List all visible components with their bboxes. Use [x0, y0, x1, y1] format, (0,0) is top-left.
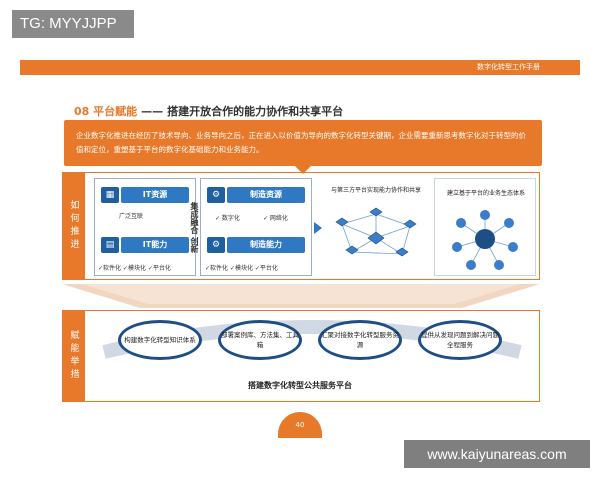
platform-label: 搭建数字化转型公共服务平台	[248, 381, 352, 390]
section-number: 08 平台赋能	[74, 105, 138, 118]
watermark-bottom: www.kaiyunareas.com	[404, 440, 590, 468]
ecosystem-hub-illustration	[452, 210, 518, 270]
ecosystem-title: 建立基于平台的业务生态体系	[446, 190, 525, 197]
it-capability-pill: IT能力	[121, 237, 189, 253]
oval-service-resources: 汇聚对接数字化转型服务资源	[318, 320, 402, 360]
page-number: 40	[278, 412, 322, 438]
intro-box: 企业数字化推进在经历了技术导向、业务导向之后，正在进入以价值为导向的数字化转型关…	[64, 120, 542, 174]
enable-side-label: 赋能举措	[62, 310, 84, 402]
oval-full-service: 提供从发现问题到解决问题全程服务	[418, 320, 502, 360]
section-title: 08 平台赋能——搭建开放合作的能力协作和共享平台	[74, 103, 343, 119]
watermark-top: TG: MYYJJPP	[12, 10, 134, 38]
manufacturing-capability-pill: 制造能力	[227, 237, 305, 253]
section-heading: 搭建开放合作的能力协作和共享平台	[167, 105, 344, 118]
manufacturing-sub-network: ✓ 网络化	[263, 215, 288, 222]
manufacturing-capability-icon: ⚙	[207, 237, 225, 253]
manufacturing-sub-digital: ✓ 数字化	[215, 215, 240, 222]
integration-vertical: 集成融合 创新	[190, 201, 199, 253]
it-resource-sub: 广泛互联	[119, 213, 144, 220]
header-title: 数字化转型工作手册	[477, 63, 540, 71]
oval-case-library: 部署案例库、方法集、工具箱	[218, 320, 302, 360]
it-box: ▦ IT资源 广泛互联 ▤ IT能力 ✓软件化 ✓模块化 ✓平台化	[94, 178, 196, 276]
how-side-label: 如何推进	[62, 172, 84, 280]
enable-frame	[84, 310, 540, 402]
it-resource-pill: IT资源	[121, 187, 189, 203]
manufacturing-capability-checks: ✓软件化 ✓模块化 ✓平台化	[205, 265, 278, 272]
how-frame	[84, 172, 540, 280]
third-party-panel: 与第三方平台实现能力协作和共享	[322, 178, 430, 276]
header-bar: 数字化转型工作手册	[20, 60, 580, 75]
funnel-connector	[62, 284, 540, 308]
ecosystem-panel: 建立基于平台的业务生态体系	[434, 178, 536, 276]
third-party-title: 与第三方平台实现能力协作和共享	[330, 187, 421, 194]
platform-network-illustration	[335, 207, 417, 257]
manufacturing-resource-icon: ⚙	[207, 187, 225, 203]
manufacturing-resource-pill: 制造资源	[227, 187, 305, 203]
manufacturing-box: ⚙ 制造资源 ✓ 数字化 ✓ 网络化 ⚙ 制造能力 ✓软件化 ✓模块化 ✓平台化	[200, 178, 312, 276]
it-capability-icon: ▤	[101, 237, 119, 253]
arrow-right-icon	[314, 222, 322, 234]
oval-knowledge-system: 构建数字化转型知识体系	[118, 320, 202, 360]
section-dash: ——	[141, 105, 164, 118]
it-capability-checks: ✓软件化 ✓模块化 ✓平台化	[98, 265, 171, 272]
it-resource-icon: ▦	[101, 187, 119, 203]
